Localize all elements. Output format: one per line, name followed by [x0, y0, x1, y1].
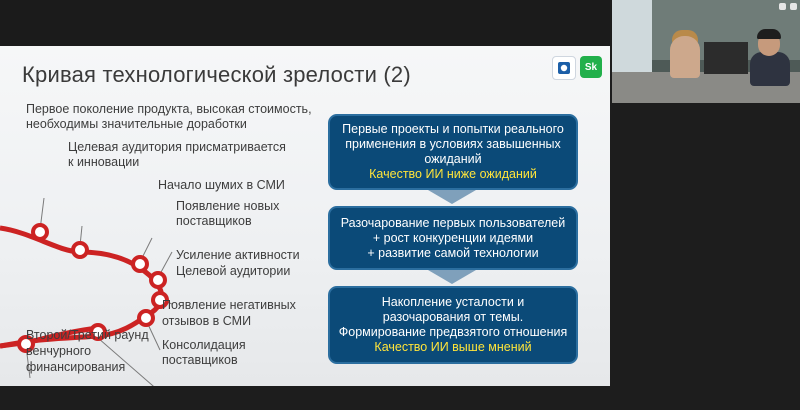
curve-label: Консолидация	[162, 338, 246, 352]
hype-curve-graphic	[0, 197, 173, 386]
stage-text: применения в условиях завышенных	[345, 137, 561, 151]
curve-label: финансирования	[26, 360, 126, 374]
stage-text: Формирование предвзятого отношения	[338, 325, 568, 339]
slide-logos: Sk	[552, 56, 602, 80]
curve-marker	[89, 323, 107, 341]
slide-title: Кривая технологической зрелости (2)	[22, 62, 411, 87]
curve-label: отзывов в СМИ	[162, 314, 252, 328]
curve-label: поставщиков	[162, 353, 238, 367]
stage-text: Накопление усталости и	[381, 295, 525, 309]
curve-label: Начало шумих в СМИ	[158, 178, 285, 192]
curve-marker	[149, 271, 167, 289]
participant-figure	[670, 36, 700, 78]
stage-box-3: Накопление усталости и разочарования от …	[328, 286, 578, 364]
participant-figure	[750, 52, 790, 86]
stage-highlight: Качество ИИ выше мнений	[374, 340, 532, 354]
down-arrow-icon	[428, 190, 476, 204]
hype-curve-panel: Первое поколение продукта, высокая стоим…	[0, 102, 312, 386]
partner-logo-icon	[552, 56, 576, 80]
expand-icon[interactable]	[790, 3, 797, 10]
video-controls	[779, 3, 797, 10]
leader-line	[159, 251, 173, 275]
curve-marker	[71, 241, 89, 259]
curve-label: Появление новых	[176, 199, 280, 213]
curve-label: необходимы значительные доработки	[26, 117, 247, 131]
down-arrow-icon	[428, 270, 476, 284]
curve-label: Целевая аудитория присматривается	[68, 140, 286, 154]
curve-label: Появление негативных	[162, 298, 296, 312]
curve-label: Второй/Третий раунд	[26, 328, 149, 342]
curve-label: поставщиков	[176, 214, 252, 228]
stage-text: ожиданий	[424, 152, 482, 166]
participant-hair	[757, 29, 781, 39]
stage-text: Первые проекты и попытки реального	[342, 122, 564, 136]
participant-video-tile[interactable]	[612, 0, 800, 103]
curve-marker	[151, 291, 169, 309]
stage-box-1: Первые проекты и попытки реального приме…	[328, 114, 578, 190]
curve-label: Первое поколение продукта, высокая стоим…	[26, 102, 312, 116]
stage-box-2: Разочарование первых пользователей + рос…	[328, 206, 578, 270]
shared-slide: Кривая технологической зрелости (2) Sk	[0, 46, 610, 386]
curve-label: Усиление активности	[176, 248, 300, 262]
curve-marker	[31, 223, 49, 241]
meeting-top-bar	[0, 0, 610, 46]
curve-label: к инновации	[68, 155, 140, 169]
curve-label: венчурного	[26, 344, 92, 358]
stage-text: + рост конкуренции идеями	[372, 230, 534, 245]
video-monitor	[704, 42, 748, 74]
pin-icon[interactable]	[779, 3, 786, 10]
stage-highlight: Качество ИИ ниже ожиданий	[369, 167, 537, 181]
stage-text: + развитие самой технологии	[367, 245, 539, 260]
curve-label: Целевой аудитории	[176, 264, 291, 278]
stage-text: Разочарование первых пользователей	[340, 215, 566, 230]
leader-line	[97, 337, 154, 386]
curve-marker	[17, 335, 35, 353]
skolkovo-logo-icon: Sk	[580, 56, 602, 78]
stage-text: разочарования от темы.	[382, 310, 524, 324]
curve-marker	[131, 255, 149, 273]
curve-marker	[137, 309, 155, 327]
